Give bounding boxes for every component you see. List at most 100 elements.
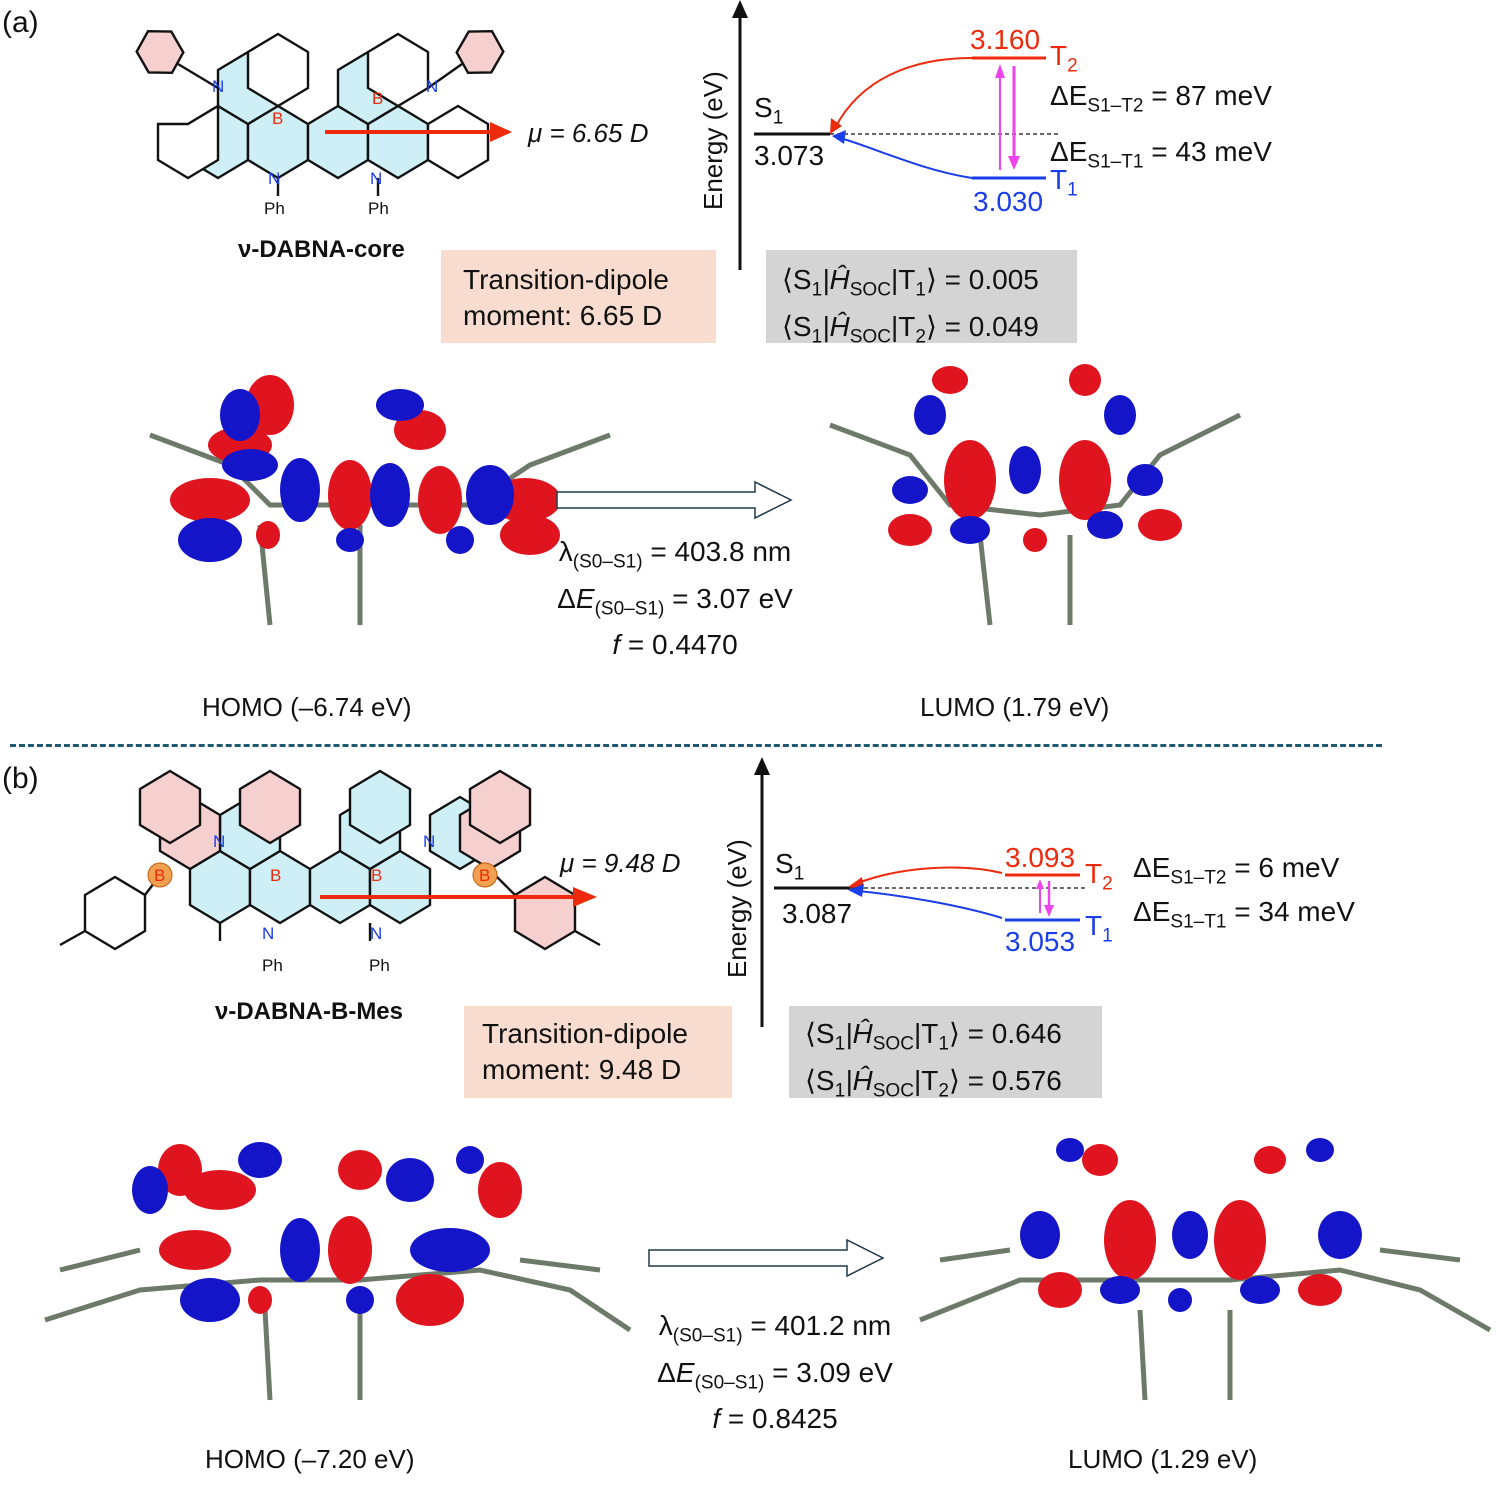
energy-axis-label-b: Energy (eV) xyxy=(722,839,752,978)
t1-label-a: T1 xyxy=(1050,164,1078,202)
t2-value-a: 3.160 xyxy=(970,24,1041,55)
dipole-arrow-head xyxy=(573,887,597,907)
t1-value-a: 3.030 xyxy=(973,186,1044,217)
boron-highlight xyxy=(472,862,498,888)
risc-arrow-t1 xyxy=(857,890,1003,919)
excitation-arrow-b xyxy=(648,1238,885,1278)
molecule-b-name: ν-DABNA-B-Mes xyxy=(215,998,404,1025)
t2-sub: 2 xyxy=(1067,55,1078,77)
delta-e-prefix: ΔE xyxy=(1050,136,1088,167)
delta-e-sub: S1–T2 xyxy=(1170,867,1227,889)
molecule-b-structure: B B B B N N N N Ph Ph xyxy=(59,769,601,975)
transition-info-b: λ(S0–S1) = 401.2 nm ΔE(S0–S1) = 3.09 eV … xyxy=(610,1308,940,1437)
oscillator-line: f = 0.8425 xyxy=(712,1403,838,1435)
atom-n: N xyxy=(370,169,382,188)
soc-line-2: ⟨S1|ĤSOC|T2⟩ = 0.576 xyxy=(805,1064,1062,1102)
transition-dipole-box-a: Transition-dipole moment: 6.65 D xyxy=(441,250,716,343)
t1-label-b: T1 xyxy=(1085,910,1113,948)
oscillator-line: f = 0.4470 xyxy=(612,629,738,661)
s1-letter: S xyxy=(754,92,773,123)
lumo-orbital-b xyxy=(919,1138,1492,1401)
s1-letter: S xyxy=(775,848,794,879)
t1-sub: 1 xyxy=(1102,925,1113,947)
dipole-mu-b: μ = 9.48 D xyxy=(560,848,681,878)
atom-b: B xyxy=(272,109,283,128)
risc-arrow-t2 xyxy=(857,866,1003,884)
lumo-orbital-a xyxy=(829,364,1242,626)
delta-e-s1t1-b: ΔES1–T1 = 34 meV xyxy=(1133,896,1355,934)
dipole-arrow-head xyxy=(490,122,512,142)
atom-b: B xyxy=(154,866,165,885)
ph-label: Ph xyxy=(368,199,389,218)
soc-box-b: ⟨S1|ĤSOC|T1⟩ = 0.646 ⟨S1|ĤSOC|T2⟩ = 0.57… xyxy=(789,1006,1102,1101)
atom-n: N xyxy=(212,77,224,96)
s1-value-a: 3.073 xyxy=(754,140,825,171)
atom-b: B xyxy=(479,866,490,885)
soc-box-a: ⟨S1|ĤSOC|T1⟩ = 0.005 ⟨S1|ĤSOC|T2⟩ = 0.04… xyxy=(766,250,1077,347)
s1-sub: 1 xyxy=(793,863,805,885)
atom-n: N xyxy=(426,77,438,96)
delta-e-prefix: ΔE xyxy=(1050,80,1088,111)
energy-axis-arrowhead xyxy=(732,0,748,18)
atom-b: B xyxy=(270,866,281,885)
transition-dipole-line2: moment: 6.65 D xyxy=(463,300,663,331)
delta-e-value: = 43 meV xyxy=(1143,136,1272,167)
lumo-label-b: LUMO (1.29 eV) xyxy=(1068,1444,1258,1474)
energy-diagram-b xyxy=(754,757,1085,1027)
lambda-line: λ(S0–S1) = 401.2 nm xyxy=(658,1310,892,1347)
panel-b-label: (b) xyxy=(2,762,39,795)
delta-e-sub: S1–T2 xyxy=(1087,95,1144,117)
energy-diagram-a xyxy=(732,0,1060,270)
delta-e-line: ΔE(S0–S1) = 3.07 eV xyxy=(557,582,793,620)
s1-label-a: S1 xyxy=(754,92,783,130)
panel-divider xyxy=(10,744,1382,747)
risc-arrow-t1 xyxy=(839,137,973,179)
transition-dipole-box-b: Transition-dipole moment: 9.48 D xyxy=(464,1006,732,1098)
transition-dipole-line1: Transition-dipole xyxy=(482,1018,688,1049)
t2-label-a: T2 xyxy=(1050,40,1078,78)
delta-e-sub: S1–T1 xyxy=(1170,911,1227,933)
ph-label: Ph xyxy=(369,956,390,975)
s1-sub: 1 xyxy=(772,107,784,129)
homo-orbital-a xyxy=(149,375,611,626)
t1-sub: 1 xyxy=(1067,179,1078,201)
risc-arrow-t2 xyxy=(834,57,973,129)
s1-value-b: 3.087 xyxy=(782,898,853,929)
panel-a-label: (a) xyxy=(2,6,39,39)
homo-label-b: HOMO (–7.20 eV) xyxy=(205,1444,415,1474)
soc-line-1: ⟨S1|ĤSOC|T1⟩ = 0.005 xyxy=(782,264,1039,301)
atom-n: N xyxy=(213,832,225,851)
excitation-arrow-a xyxy=(556,480,793,520)
delta-e-value: = 6 meV xyxy=(1226,852,1340,883)
t1-letter: T xyxy=(1050,164,1068,195)
lumo-label-a: LUMO (1.79 eV) xyxy=(920,692,1110,722)
energy-axis-arrowhead xyxy=(754,757,770,775)
delta-e-s1t1-a: ΔES1–T1 = 43 meV xyxy=(1050,136,1272,174)
dipole-mu-a: μ = 6.65 D xyxy=(528,118,649,148)
transition-dipole-line1: Transition-dipole xyxy=(463,264,669,295)
ph-label: Ph xyxy=(264,199,285,218)
t2-letter: T xyxy=(1085,858,1103,889)
homo-label-a: HOMO (–6.74 eV) xyxy=(202,692,412,722)
transition-dipole-line2: moment: 9.48 D xyxy=(482,1054,682,1085)
t2-sub: 2 xyxy=(1102,873,1113,895)
delta-e-sub: S1–T1 xyxy=(1087,151,1144,173)
t2-value-b: 3.093 xyxy=(1005,842,1076,873)
delta-e-value: = 87 meV xyxy=(1143,80,1272,111)
ph-label: Ph xyxy=(262,956,283,975)
soc-line-2: ⟨S1|ĤSOC|T2⟩ = 0.049 xyxy=(782,310,1039,348)
atom-b: B xyxy=(372,89,383,108)
atom-n: N xyxy=(423,832,435,851)
energy-axis-label-a: Energy (eV) xyxy=(698,71,728,210)
t2-label-b: T2 xyxy=(1085,858,1113,896)
delta-e-prefix: ΔE xyxy=(1133,896,1171,927)
delta-e-s1t2-b: ΔES1–T2 = 6 meV xyxy=(1133,852,1339,890)
lambda-line: λ(S0–S1) = 403.8 nm xyxy=(558,536,792,573)
transition-info-a: λ(S0–S1) = 403.8 nm ΔE(S0–S1) = 3.07 eV … xyxy=(510,534,840,663)
t1-value-b: 3.053 xyxy=(1005,926,1076,957)
delta-e-value: = 34 meV xyxy=(1226,896,1355,927)
s1-label-b: S1 xyxy=(775,848,804,886)
homo-orbital-b xyxy=(44,1142,632,1401)
atom-n: N xyxy=(268,169,280,188)
molecule-a-name: ν-DABNA-core xyxy=(238,236,405,263)
